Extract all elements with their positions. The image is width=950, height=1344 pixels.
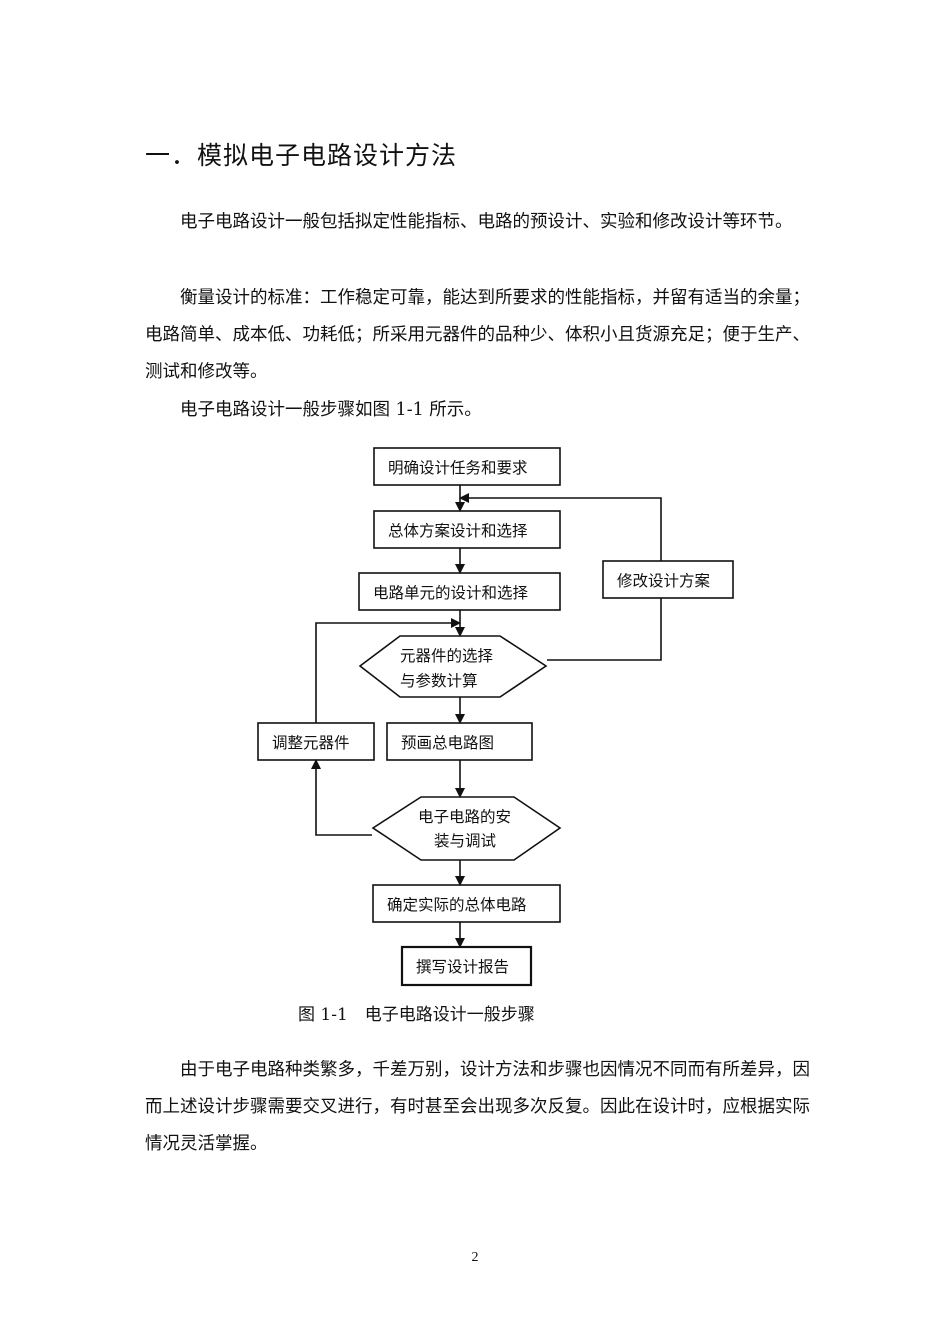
- label-assemble-2: 装与调试: [434, 832, 496, 850]
- arrow-assemble-to-adjust: [311, 759, 372, 836]
- paragraph-figure-ref: 电子电路设计一般步骤如图 1-1 所示。: [180, 400, 482, 420]
- arrow-adjust-to-component: [315, 618, 461, 723]
- label-define-task: 明确设计任务和要求: [388, 459, 528, 477]
- node-modify-scheme: [602, 560, 734, 599]
- label-component-select-1: 元器件的选择: [400, 647, 494, 665]
- figure-caption: 图 1-1 电子电路设计一般步骤: [298, 1005, 535, 1025]
- arrow-modify-to-overall: [459, 493, 662, 561]
- label-modify-scheme: 修改设计方案: [617, 572, 711, 590]
- arrow-component-to-modify: [547, 598, 662, 661]
- label-final-circuit: 确定实际的总体电路: [387, 896, 527, 914]
- node-final-circuit: [372, 884, 561, 923]
- node-overall-scheme: [373, 510, 561, 549]
- paragraph-criteria: 衡量设计的标准：工作稳定可靠，能达到所要求的性能指标，并留有适当的余量；电路简单…: [145, 288, 810, 382]
- node-adjust-components: [257, 722, 375, 761]
- node-draft-circuit: [386, 722, 533, 761]
- label-assemble-1: 电子电路的安: [418, 808, 511, 826]
- page-number: 2: [471, 1250, 479, 1265]
- node-define-task: [373, 447, 561, 486]
- label-adjust-components: 调整元器件: [272, 734, 350, 752]
- label-unit-design: 电路单元的设计和选择: [373, 584, 529, 602]
- node-write-report: [400, 945, 533, 987]
- label-component-select-2: 与参数计算: [400, 671, 478, 690]
- label-draft-circuit: 预画总电路图: [401, 734, 494, 752]
- node-component-select: [358, 635, 548, 698]
- paragraph-intro: 电子电路设计一般包括拟定性能指标、电路的预设计、实验和修改设计等环节。: [180, 212, 793, 232]
- label-overall-scheme: 总体方案设计和选择: [388, 522, 528, 540]
- section-heading: 一．模拟电子电路设计方法: [145, 141, 458, 170]
- node-assemble-debug: [371, 796, 562, 861]
- label-write-report: 撰写设计报告: [416, 958, 509, 976]
- paragraph-conclusion: 由于电子电路种类繁多，千差万别，设计方法和步骤也因情况不同而有所差异，因而上述设…: [145, 1060, 810, 1154]
